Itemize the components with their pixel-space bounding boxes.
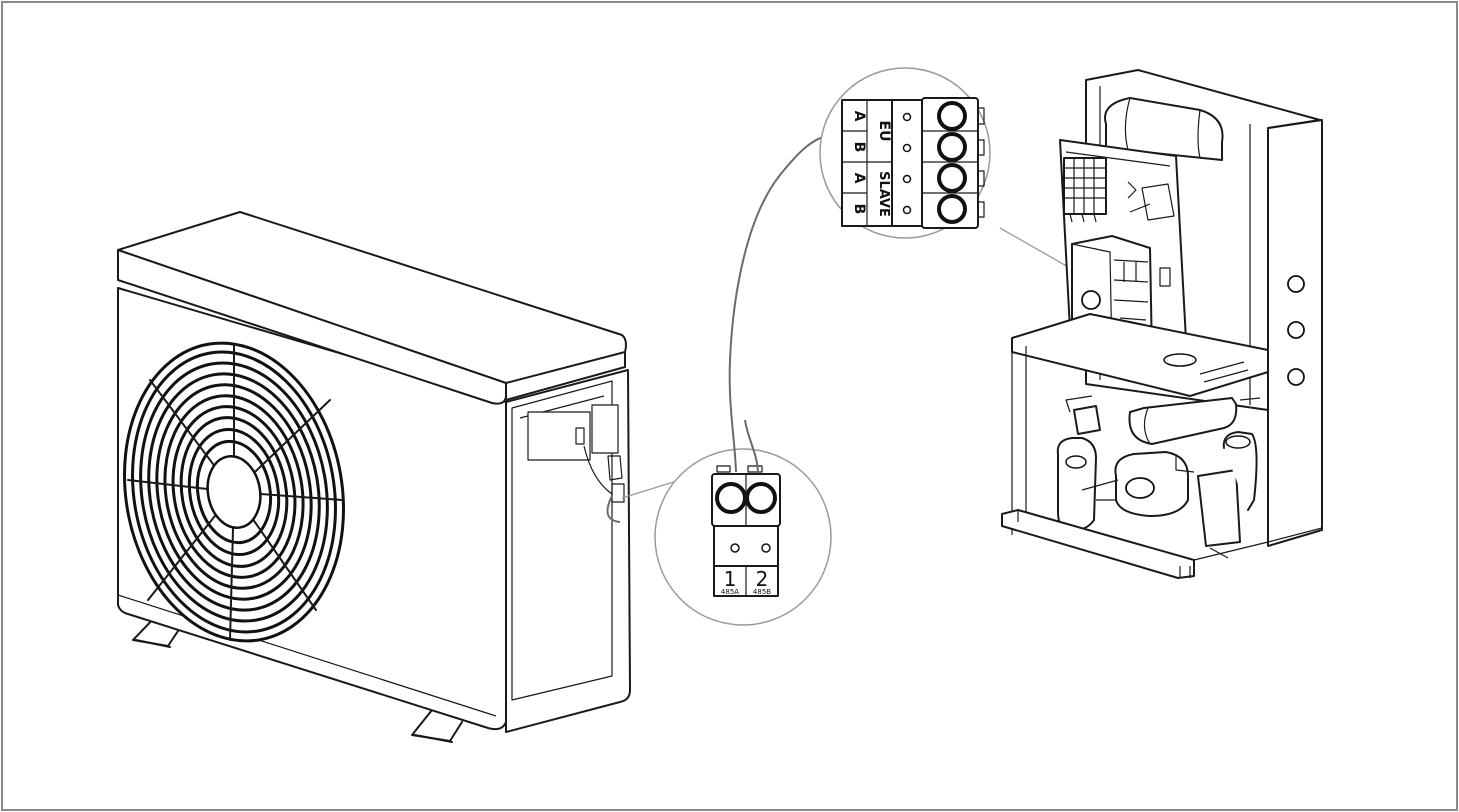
rs485-cable xyxy=(728,135,827,473)
indoor-slave-pin-a: A xyxy=(851,173,867,184)
indoor-unit xyxy=(1001,69,1323,579)
indoor-slave-pin-b: B xyxy=(851,204,867,215)
indoor-terminal-callout: A B A B EU SLAVE xyxy=(819,67,991,239)
indoor-group-slave-label: SLAVE xyxy=(876,171,891,217)
outdoor-terminal-1-signal: 485A xyxy=(721,588,739,596)
outdoor-terminal-2-number: 2 xyxy=(756,567,769,591)
outdoor-unit xyxy=(117,211,631,743)
outdoor-callout-leader xyxy=(621,479,681,499)
outdoor-terminal-2-signal: 485B xyxy=(753,588,771,596)
outdoor-terminal-1-number: 1 xyxy=(724,567,737,591)
indoor-callout-leader xyxy=(999,227,1071,269)
indoor-eu-pin-b: B xyxy=(851,142,867,153)
indoor-eu-pin-a: A xyxy=(851,111,867,122)
indoor-group-eu-label: EU xyxy=(876,121,892,142)
outdoor-terminal-callout: 1 2 485A 485B xyxy=(654,448,832,626)
fan-grille xyxy=(122,341,346,643)
